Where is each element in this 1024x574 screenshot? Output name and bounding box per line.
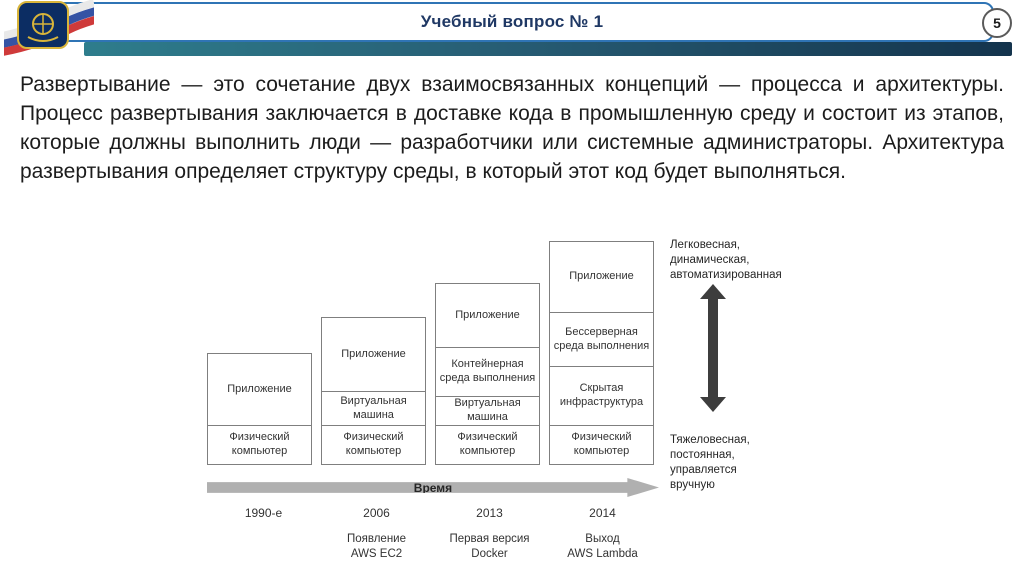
platform-box: Приложение [549,241,654,313]
timeline-year: 2006 [363,506,390,520]
platform-box: Бессерверная среда выполнения [549,312,654,367]
timeline-caption: Появление AWS EC2 [346,533,406,560]
timeline-year: 2013 [476,506,503,520]
axis-bottom-label: Тяжеловесная, постоянная, управляется вр… [670,434,750,491]
platform-box: Физический компьютер [321,425,426,465]
time-axis-arrow: Время [207,478,659,497]
platform-box: Физический компьютер [207,425,312,465]
weight-axis-arrow [700,284,726,412]
platform-box: Скрытая инфраструктура [549,366,654,426]
platform-box: Виртуальная машина [435,396,540,426]
arrow-up-icon [700,284,726,299]
crest-icon [1,0,100,56]
platform-box: Приложение [321,317,426,392]
platform-box: Физический компьютер [435,425,540,465]
emblem-logo [1,0,100,56]
platform-box: Приложение [435,283,540,348]
timeline-caption: Первая версия Docker [449,533,530,560]
definition-paragraph: Развертывание — это сочетание двух взаим… [20,73,1004,183]
time-axis-label: Время [413,480,453,495]
platform-box: Приложение [207,353,312,426]
timeline-year: 1990-е [244,506,283,520]
slide-title: Учебный вопрос № 1 [420,12,604,31]
platform-box: Виртуальная машина [321,391,426,426]
axis-top-label: Легковесная, динамическая, автоматизиров… [670,239,782,281]
platform-box: Контейнерная среда выполнения [435,347,540,397]
arrow-shaft [708,296,718,400]
header-divider-strip [84,42,1012,56]
slide-header: Учебный вопрос № 1 [30,2,994,42]
timeline-year: 2014 [589,506,616,520]
timeline-caption: Выход AWS Lambda [567,533,638,560]
slide-number-badge: 5 [982,8,1012,38]
timeline-entry: 1990-е [207,506,320,562]
platform-box: Физический компьютер [549,425,654,465]
arrow-down-icon [700,397,726,412]
